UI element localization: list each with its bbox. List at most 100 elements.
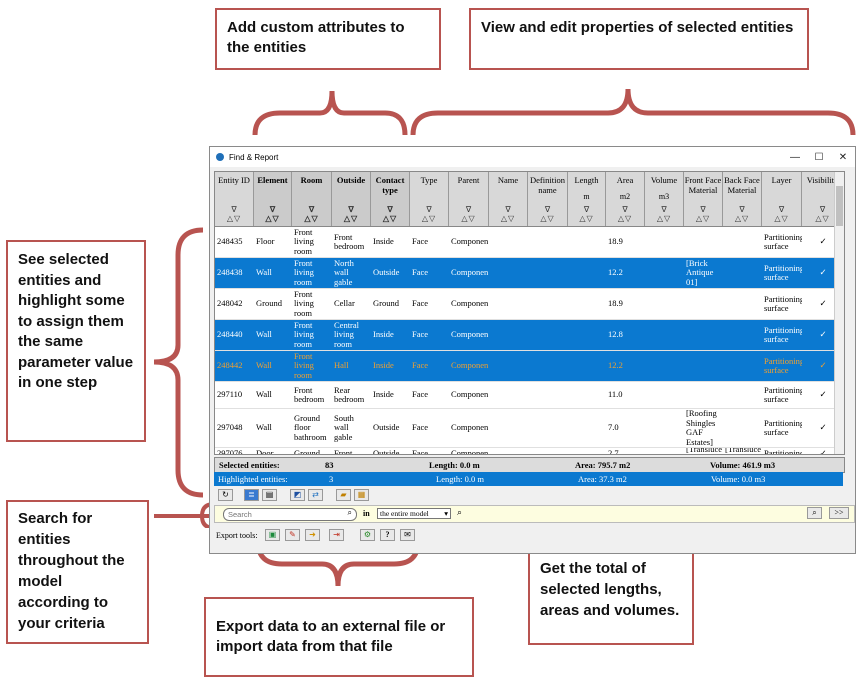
column-header[interactable]: Entity ID ∇△▽ — [215, 172, 254, 226]
column-header[interactable]: Type∇△▽ — [410, 172, 449, 226]
image-button[interactable]: ▰ — [336, 489, 351, 501]
table-cell — [568, 448, 606, 454]
filter-icon[interactable]: ∇ — [465, 205, 472, 214]
zoom-search-button[interactable]: ⌕ — [807, 507, 822, 519]
brace-see-selected — [153, 227, 204, 498]
close-button[interactable]: ✕ — [838, 151, 848, 163]
column-header[interactable]: Back Face Material∇△▽ — [723, 172, 762, 226]
filter-icon[interactable]: ∇ — [269, 205, 276, 214]
callout-export: Export data to an external file or impor… — [204, 597, 474, 677]
filter-icon[interactable]: ∇ — [819, 205, 826, 214]
sort-icon[interactable]: △▽ — [500, 214, 516, 223]
filter-icon[interactable]: ∇ — [778, 205, 785, 214]
filter-icon[interactable]: ∇ — [348, 205, 354, 214]
filter-icon[interactable]: ∇ — [544, 205, 551, 214]
table-cell — [528, 448, 568, 454]
maximize-button[interactable]: ☐ — [814, 151, 824, 163]
filter-search-icon[interactable]: ⌕ — [457, 507, 463, 517]
column-header[interactable]: Layer∇△▽ — [762, 172, 802, 226]
table-cell — [528, 320, 568, 350]
sort-icon[interactable]: △▽ — [617, 214, 633, 223]
table-cell: Cellar — [334, 298, 355, 309]
sync-button[interactable]: ⇄ — [308, 489, 323, 501]
sort-icon[interactable]: △▽ — [540, 214, 555, 223]
help-button[interactable]: ? — [380, 529, 395, 541]
sort-icon[interactable]: △▽ — [461, 214, 476, 223]
sort-icon[interactable]: △▽ — [695, 214, 711, 223]
search-icon[interactable]: ⌕ — [347, 508, 352, 517]
table-cell — [489, 320, 528, 350]
column-header[interactable]: Contact type∇△▽ — [371, 172, 410, 226]
select-in-model-button[interactable]: ◩ — [290, 489, 305, 501]
filter-icon[interactable]: ∇ — [387, 205, 393, 214]
table-cell — [645, 258, 684, 288]
column-header-label: Length — [574, 175, 599, 185]
column-header[interactable]: Definition name∇△▽ — [528, 172, 568, 226]
column-header[interactable]: Room∇△▽ — [292, 172, 332, 226]
column-header[interactable]: Outside∇△▽ — [332, 172, 371, 226]
filter-icon[interactable]: ∇ — [622, 205, 628, 214]
email-button[interactable]: ✉ — [400, 529, 415, 541]
sort-icon[interactable]: △▽ — [343, 214, 359, 223]
column-header[interactable]: Name∇△▽ — [489, 172, 528, 226]
search-box[interactable]: ⌕ — [223, 508, 357, 521]
minimize-button[interactable]: — — [790, 151, 800, 163]
column-header[interactable]: Element∇△▽ — [254, 172, 292, 226]
filter-icon[interactable]: ∇ — [231, 205, 237, 214]
list-view-button[interactable]: ≣ — [244, 489, 259, 501]
filter-icon[interactable]: ∇ — [426, 205, 432, 214]
table-cell: Ground — [373, 298, 399, 309]
sort-icon[interactable]: △▽ — [774, 214, 789, 223]
filter-icon[interactable]: ∇ — [583, 205, 590, 214]
sort-icon[interactable]: △▽ — [421, 214, 437, 223]
refresh-button[interactable]: ↻ — [218, 489, 233, 501]
column-header-label: Entity ID — [218, 175, 250, 185]
sort-icon[interactable]: △▽ — [815, 214, 830, 223]
export-report-button[interactable]: ➜ — [305, 529, 320, 541]
table-cell: [Transluce Glass — [725, 448, 762, 454]
table-cell: ✓ — [819, 422, 827, 433]
filter-icon[interactable]: ∇ — [308, 205, 315, 214]
selected-label: Selected entities: — [219, 460, 280, 470]
table-cell: Door — [256, 448, 274, 455]
column-header[interactable]: Front Face Material∇△▽ — [684, 172, 723, 226]
vertical-scrollbar[interactable] — [834, 172, 844, 454]
settings-button[interactable]: ⚙ — [360, 529, 375, 541]
export-excel-button[interactable]: ▣ — [265, 529, 280, 541]
table-cell: Inside — [373, 329, 394, 340]
table-cell — [568, 382, 606, 408]
export-html-button[interactable]: ✎ — [285, 529, 300, 541]
scrollbar-thumb[interactable] — [836, 186, 843, 226]
filter-icon[interactable]: ∇ — [739, 205, 745, 214]
table-view-button[interactable]: ▤ — [262, 489, 277, 501]
sort-icon[interactable]: △▽ — [579, 214, 594, 223]
filter-icon[interactable]: ∇ — [700, 205, 706, 214]
search-input[interactable] — [224, 509, 342, 520]
filter-icon[interactable]: ∇ — [661, 205, 667, 214]
table-cell: North wall gable — [334, 258, 354, 287]
sort-icon[interactable]: △▽ — [304, 214, 319, 223]
folder-button[interactable]: ▦ — [354, 489, 369, 501]
sort-icon[interactable]: △▽ — [734, 214, 750, 223]
table-cell: ✓ — [819, 298, 827, 309]
sort-icon[interactable]: △▽ — [656, 214, 672, 223]
filter-icon[interactable]: ∇ — [505, 205, 511, 214]
sort-icon[interactable]: △▽ — [265, 214, 280, 223]
scope-select[interactable]: the entire model ▾ — [377, 508, 451, 519]
import-button[interactable]: ⇥ — [329, 529, 344, 541]
sort-icon[interactable]: △▽ — [382, 214, 398, 223]
search-go-button[interactable]: >> — [829, 507, 849, 519]
sort-icon[interactable]: △▽ — [226, 214, 242, 223]
column-header[interactable]: Parent∇△▽ — [449, 172, 489, 226]
